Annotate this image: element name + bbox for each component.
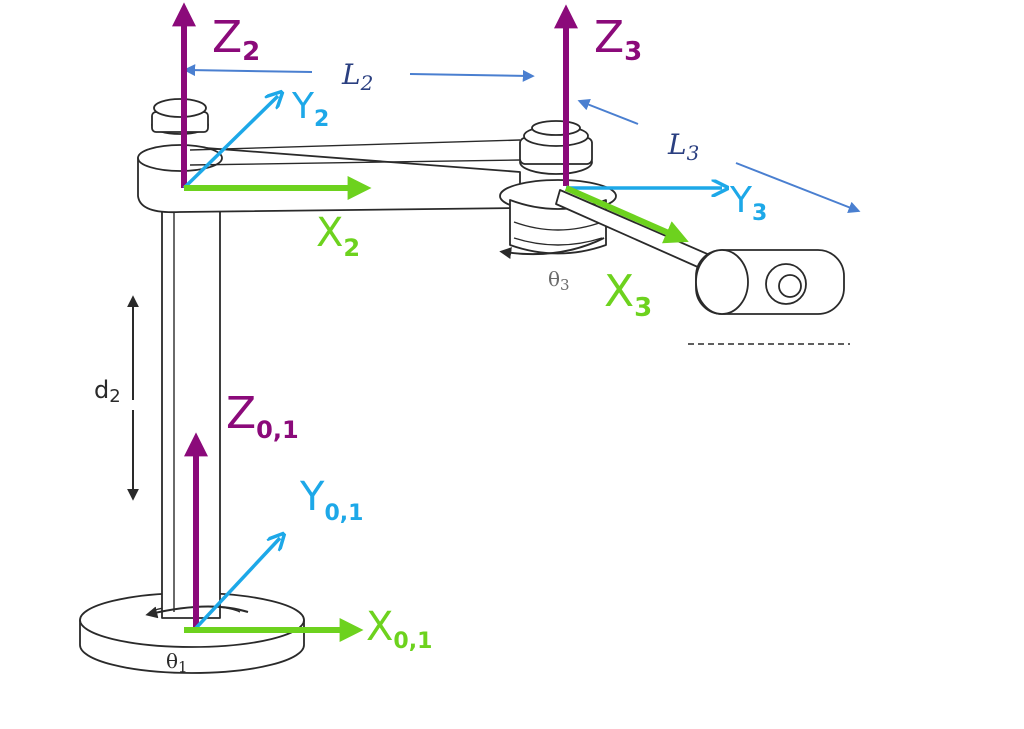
svg-text:Y0,1: Y0,1 xyxy=(299,474,363,526)
y2-sub: 2 xyxy=(314,107,329,132)
y01-axis xyxy=(194,538,280,630)
svg-text:X0,1: X0,1 xyxy=(366,604,432,654)
z01-sub: 0,1 xyxy=(256,416,299,444)
l3-sub: 3 xyxy=(687,141,700,165)
y01-label: Y xyxy=(299,474,325,520)
l2-dimension: L2 xyxy=(183,58,535,95)
d2-sub: 2 xyxy=(109,386,120,407)
x3-axis xyxy=(564,185,689,244)
x2-label: X xyxy=(316,210,343,256)
theta3-indicator: θ3 xyxy=(499,237,605,294)
svg-text:X2: X2 xyxy=(316,210,360,262)
frame-0-1: Z0,1 Y0,1 X0,1 xyxy=(184,388,432,654)
z01-label: Z xyxy=(226,388,256,439)
theta1-indicator: θ1 xyxy=(145,605,249,676)
l2-label: L xyxy=(341,58,361,91)
frame-2: Z2 Y2 X2 xyxy=(172,2,372,262)
svg-text:Y2: Y2 xyxy=(291,86,329,132)
x3-label: X xyxy=(604,266,634,317)
svg-text:L3: L3 xyxy=(667,128,699,165)
x2-sub: 2 xyxy=(343,234,360,262)
column xyxy=(161,189,221,619)
svg-text:L2: L2 xyxy=(341,58,373,95)
theta3-sub: 3 xyxy=(560,276,570,294)
svg-text:Z2: Z2 xyxy=(212,12,260,67)
y3-sub: 3 xyxy=(752,201,767,226)
svg-text:θ3: θ3 xyxy=(548,267,570,294)
y2-axis xyxy=(182,96,278,190)
theta1-label: θ xyxy=(166,649,178,673)
svg-text:X3: X3 xyxy=(604,266,652,323)
svg-text:Y3: Y3 xyxy=(729,180,767,226)
d2-label: d xyxy=(94,376,109,404)
theta1-sub: 1 xyxy=(178,658,188,676)
l3-dimension: L3 xyxy=(577,99,861,213)
x01-sub: 0,1 xyxy=(393,629,432,654)
l3-label: L xyxy=(667,128,687,161)
link-3 xyxy=(555,189,850,345)
y2-label: Y xyxy=(291,86,315,127)
z3-sub: 3 xyxy=(624,37,642,67)
x3-sub: 3 xyxy=(634,293,652,323)
svg-text:Z3: Z3 xyxy=(594,12,642,67)
theta3-label: θ xyxy=(548,267,560,291)
svg-text:θ1: θ1 xyxy=(166,649,188,676)
y3-label: Y xyxy=(729,180,753,221)
robot-mechanism xyxy=(79,98,850,674)
frame-3: Z3 Y3 X3 xyxy=(554,4,767,323)
d2-dimension: d2 xyxy=(94,295,139,501)
x01-label: X xyxy=(366,604,393,650)
svg-text:Z0,1: Z0,1 xyxy=(226,388,299,444)
svg-text:d2: d2 xyxy=(94,376,121,407)
l2-sub: 2 xyxy=(360,71,374,95)
z2-label: Z xyxy=(212,12,242,63)
y01-sub: 0,1 xyxy=(324,501,363,526)
z3-label: Z xyxy=(594,12,624,63)
z2-sub: 2 xyxy=(242,37,260,67)
